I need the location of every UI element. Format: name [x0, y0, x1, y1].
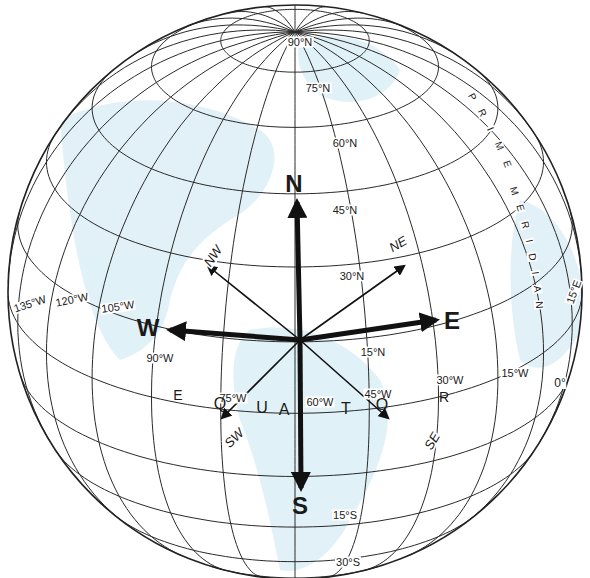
grid-line	[295, 32, 544, 521]
latitude-label: 30°S	[335, 557, 361, 568]
latitude-label: 30°N	[339, 271, 366, 282]
grid-line	[47, 32, 296, 521]
cardinal-direction: N	[284, 172, 303, 196]
equator-letter: O	[375, 397, 389, 413]
latitude-label: 45°N	[332, 205, 359, 216]
grid-line	[295, 32, 572, 442]
latitude-label: 75°N	[305, 83, 332, 94]
longitude-label: 0°	[553, 377, 566, 389]
equator-letter: Q	[213, 396, 227, 412]
longitude-label: 30°W	[435, 375, 464, 386]
grid-line	[18, 32, 295, 442]
grid-line	[295, 30, 535, 135]
latitude-label: 15°N	[360, 347, 387, 358]
globe-disc	[8, 5, 582, 578]
grid-line	[295, 7, 325, 32]
equator-letter: E	[172, 388, 183, 402]
meridian-letter: A	[532, 284, 543, 294]
grid-line	[152, 32, 296, 570]
equator-letter: T	[340, 401, 352, 417]
cardinal-direction: W	[136, 316, 161, 340]
grid-line	[295, 5, 296, 32]
compass-rose	[170, 202, 436, 488]
longitude-label: 90°W	[145, 353, 174, 364]
equator-letter: A	[278, 402, 291, 418]
longitude-label: 15°W	[500, 368, 529, 379]
grid-line	[221, 32, 295, 577]
graticule	[8, 5, 582, 578]
equator-letter: U	[255, 400, 269, 416]
cardinal-direction: S	[291, 494, 309, 518]
grid-line	[295, 32, 439, 570]
latitude-label: 60°N	[332, 138, 359, 149]
grid-line	[8, 32, 295, 283]
globe-outline	[8, 5, 582, 578]
grid-line	[295, 32, 498, 556]
equator-letter: R	[438, 390, 450, 404]
cardinal-direction: E	[443, 309, 461, 333]
longitude-label: 60°W	[305, 397, 334, 408]
grid-line	[295, 12, 362, 32]
grid-line	[92, 32, 295, 556]
latitude-label: 15°S	[332, 510, 358, 521]
meridian-letter: N	[534, 300, 545, 310]
grid-line	[55, 30, 295, 135]
grid-line	[295, 32, 582, 292]
latitude-label: 90°N	[287, 37, 314, 48]
meridian-letter: D	[526, 252, 537, 263]
